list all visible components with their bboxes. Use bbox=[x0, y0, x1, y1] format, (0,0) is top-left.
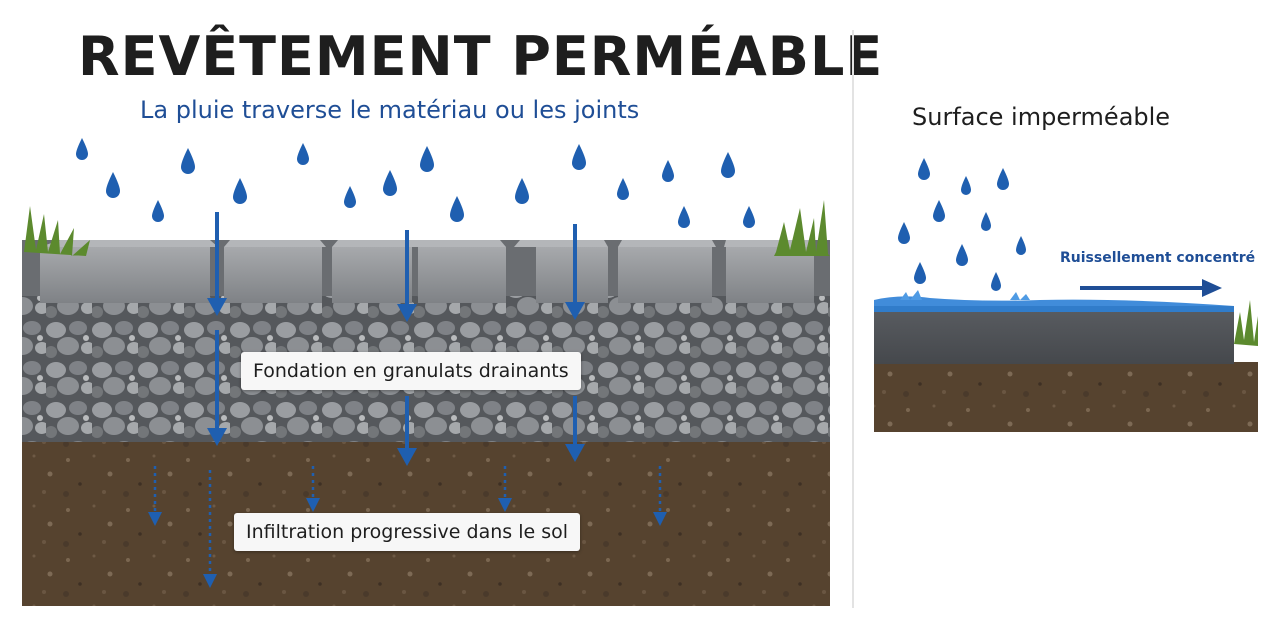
raindrop-icon bbox=[918, 158, 930, 180]
arrow-down-icon bbox=[203, 574, 217, 588]
grass-tuft-icon bbox=[24, 206, 90, 256]
raindrop-icon bbox=[914, 262, 926, 284]
paver-stone bbox=[224, 247, 322, 303]
raindrop-icon bbox=[106, 172, 120, 198]
arrow-down-icon bbox=[397, 304, 417, 322]
permeable-title: REVÊTEMENT PERMÉABLE bbox=[78, 25, 884, 88]
raindrop-icon bbox=[1016, 236, 1026, 255]
raindrop-icon bbox=[997, 168, 1009, 190]
raindrop-icon bbox=[898, 222, 910, 244]
raindrop-icon bbox=[572, 144, 586, 170]
raindrop-icon bbox=[721, 152, 735, 178]
arrow-down-icon bbox=[148, 512, 162, 526]
raindrop-icon bbox=[991, 272, 1001, 291]
raindrop-icon bbox=[344, 186, 356, 208]
raindrop-icon bbox=[515, 178, 529, 204]
raindrop-icon bbox=[678, 206, 690, 228]
water-film bbox=[874, 296, 1234, 312]
arrow-down-icon bbox=[397, 448, 417, 466]
paver-stone bbox=[40, 247, 210, 303]
impermeable-soil-layer bbox=[874, 362, 1258, 432]
paver-stone bbox=[536, 247, 608, 303]
raindrop-icon bbox=[181, 148, 195, 174]
raindrop-icon bbox=[981, 212, 991, 231]
arrow-down-icon bbox=[565, 302, 585, 320]
arrow-down-icon bbox=[498, 498, 512, 512]
permeable-cross-section bbox=[22, 200, 830, 606]
raindrop-icon bbox=[297, 143, 309, 165]
raindrop-icon bbox=[383, 170, 397, 196]
raindrop-icon bbox=[152, 200, 164, 222]
impermeable-cross-section bbox=[874, 290, 1258, 432]
arrow-down-icon bbox=[565, 444, 585, 462]
impermeable-title: Surface imperméable bbox=[912, 103, 1171, 131]
paver-stone bbox=[332, 247, 412, 303]
rain-drops-permeable bbox=[76, 138, 755, 228]
raindrop-icon bbox=[961, 176, 971, 195]
raindrop-icon bbox=[420, 146, 434, 172]
raindrop-icon bbox=[933, 200, 945, 222]
runoff-arrow bbox=[1080, 279, 1222, 297]
runoff-label: Ruissellement concentré bbox=[1060, 250, 1256, 266]
arrow-down-icon bbox=[653, 512, 667, 526]
raindrop-icon bbox=[743, 206, 755, 228]
raindrop-icon bbox=[450, 196, 464, 222]
arrow-down-icon bbox=[306, 498, 320, 512]
grass-tuft-icon bbox=[1234, 300, 1258, 346]
arrow-right-icon bbox=[1202, 279, 1222, 297]
paver-row bbox=[40, 240, 814, 303]
soil-infiltration-arrows bbox=[148, 466, 667, 588]
water-splash bbox=[900, 290, 1030, 300]
soil-layer-label: Infiltration progressive dans le sol bbox=[234, 513, 580, 551]
grass-tuft-icon bbox=[774, 200, 830, 256]
panel-divider bbox=[852, 30, 854, 608]
raindrop-icon bbox=[956, 244, 968, 266]
arrow-down-icon bbox=[207, 298, 227, 316]
asphalt-layer bbox=[874, 306, 1234, 364]
paver-stone bbox=[618, 247, 712, 303]
arrow-down-icon bbox=[207, 428, 227, 446]
raindrop-icon bbox=[662, 160, 674, 182]
rain-drops-impermeable bbox=[898, 158, 1026, 291]
foundation-layer-label: Fondation en granulats drainants bbox=[241, 352, 581, 390]
infiltration-arrows bbox=[207, 212, 585, 466]
raindrop-icon bbox=[617, 178, 629, 200]
paver-stone bbox=[726, 247, 814, 303]
paver-stone bbox=[418, 247, 506, 303]
raindrop-icon bbox=[76, 138, 88, 160]
permeable-subtitle: La pluie traverse le matériau ou les joi… bbox=[140, 96, 640, 124]
raindrop-icon bbox=[233, 178, 247, 204]
